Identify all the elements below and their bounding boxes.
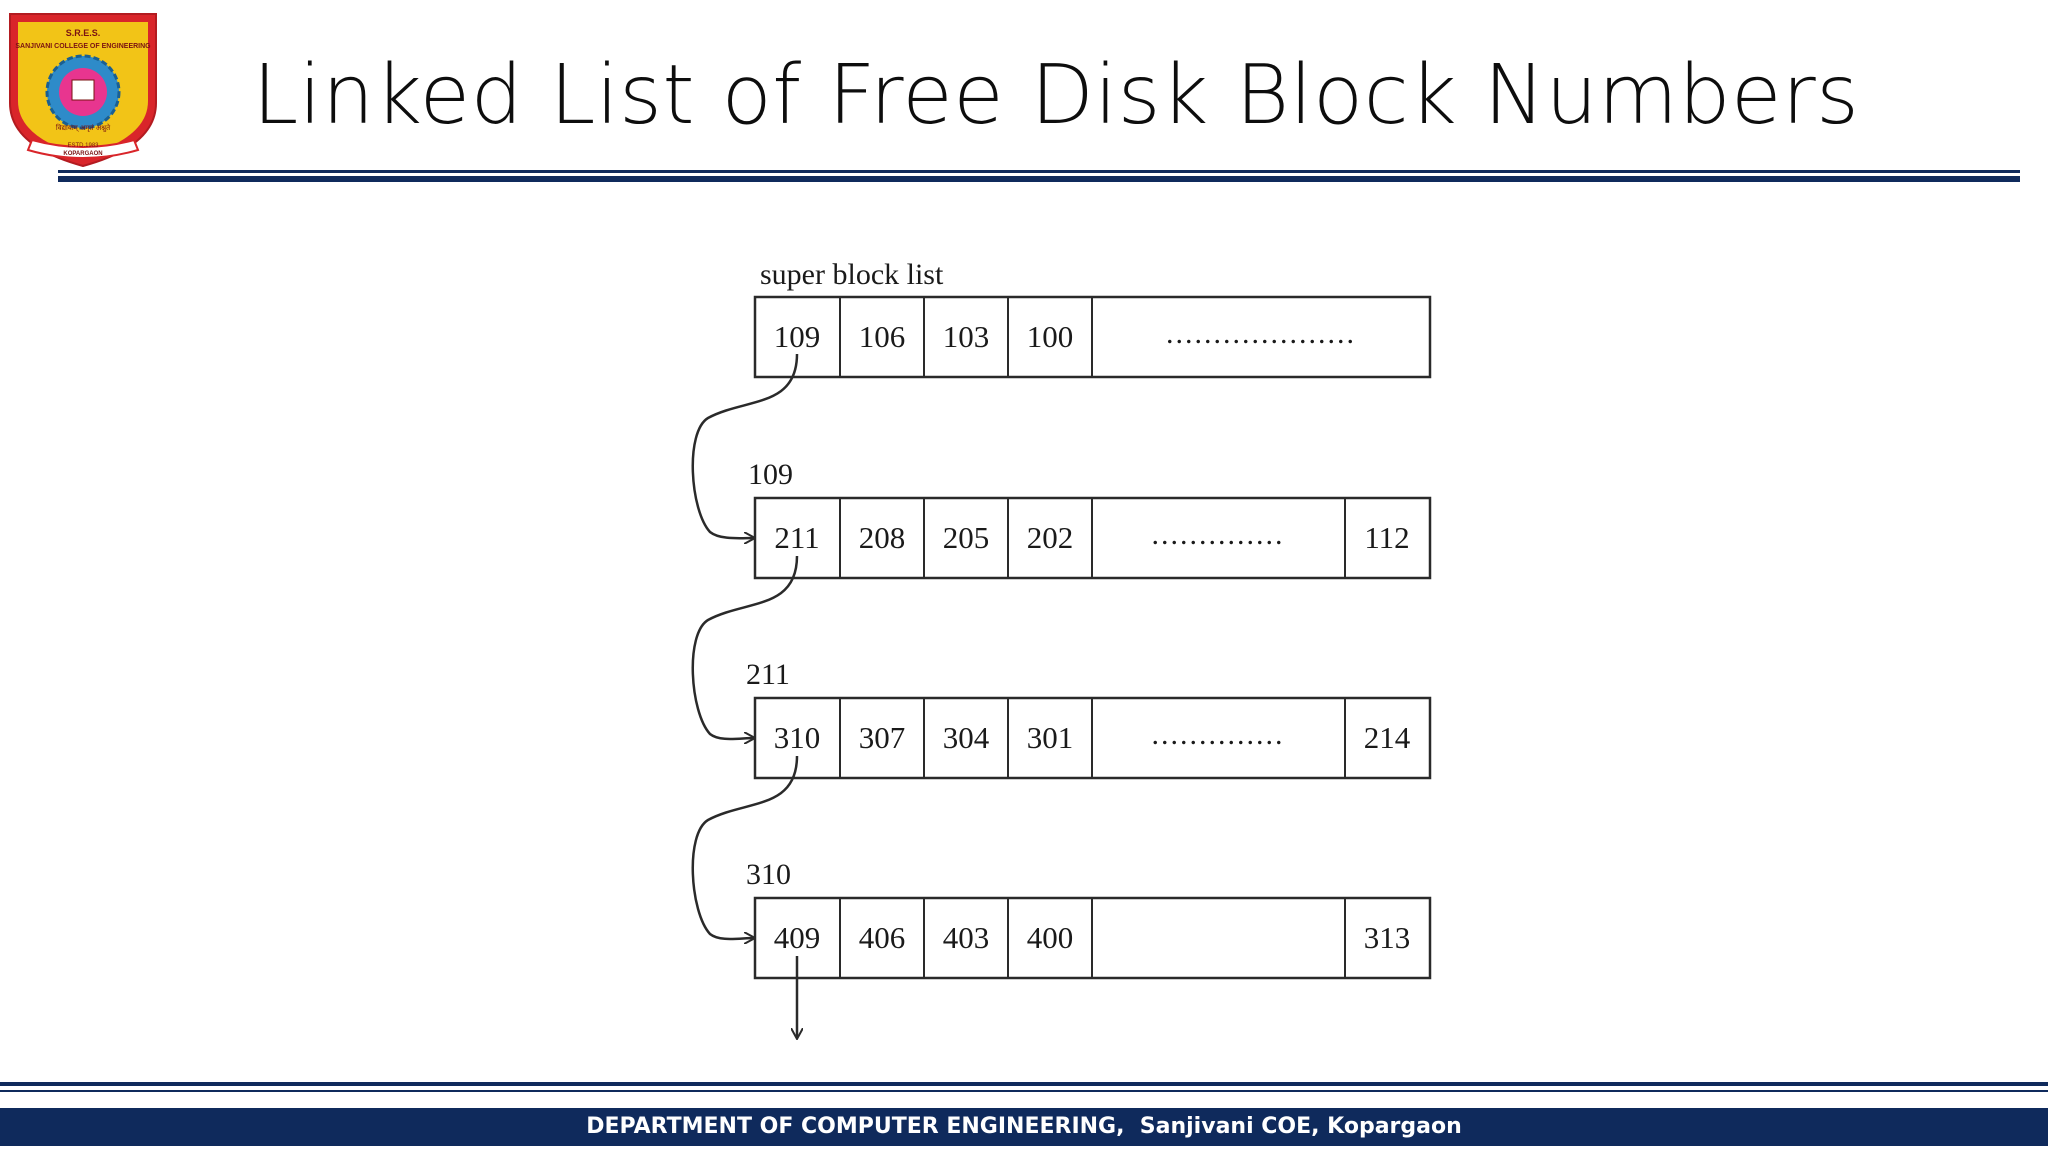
cell-value: 100 <box>1027 319 1074 354</box>
ellipsis-cell: .............. <box>1152 518 1285 551</box>
cell-value: 208 <box>859 520 906 555</box>
cell-value: 211 <box>774 520 819 555</box>
cell-value: 406 <box>859 920 906 955</box>
logo-motto: विद्यायाम् अमृतं अश्नुते <box>56 123 111 132</box>
cell-value: 307 <box>859 720 906 755</box>
slide-title: Linked List of Free Disk Block Numbers <box>252 48 1860 143</box>
cell-value: 202 <box>1027 520 1074 555</box>
cell-value: 301 <box>1027 720 1074 755</box>
cell-value: 310 <box>774 720 821 755</box>
block-label: 109 <box>748 458 793 491</box>
super-block-caption: super block list <box>760 258 944 291</box>
block-label: 211 <box>746 658 790 691</box>
title-divider-thick <box>58 176 2020 182</box>
cell-value: 106 <box>859 319 906 354</box>
cell-value: 214 <box>1364 720 1411 755</box>
free-block-linked-list-diagram: super block list 109 106 103 100 .......… <box>691 258 1432 1060</box>
cell-value: 205 <box>943 520 990 555</box>
cell-value: 109 <box>774 319 821 354</box>
title-divider-thin <box>58 170 2020 173</box>
footer-divider <box>0 1082 2048 1086</box>
block-row-109: 211 208 205 202 .............. 112 <box>753 496 1432 580</box>
logo-top-text: S.R.E.S. <box>66 28 101 38</box>
cell-value: 400 <box>1027 920 1074 955</box>
block-row-211: 310 307 304 301 .............. 214 <box>753 696 1432 780</box>
ellipsis-cell: .................... <box>1166 317 1356 350</box>
footer-banner: DEPARTMENT OF COMPUTER ENGINEERING, Sanj… <box>0 1108 2048 1146</box>
logo-college-text: SANJIVANI COLLEGE OF ENGINEERING <box>15 43 151 50</box>
college-logo: S.R.E.S. SANJIVANI COLLEGE OF ENGINEERIN… <box>9 13 157 168</box>
block-row-310: 409 406 403 400 313 <box>753 896 1432 980</box>
footer-divider-thin <box>0 1090 2048 1092</box>
logo-year: ESTD.1983 <box>67 143 99 149</box>
cell-value: 103 <box>943 319 990 354</box>
link-arrow <box>691 755 799 939</box>
link-arrow <box>691 353 799 538</box>
block-label: 310 <box>746 858 791 891</box>
cell-value: 313 <box>1364 920 1411 955</box>
link-arrow <box>691 555 799 739</box>
cell-value: 409 <box>774 920 821 955</box>
logo-city: KOPARGAON <box>63 151 102 157</box>
block-row-superblock: 109 106 103 100 .................... <box>753 295 1432 379</box>
ellipsis-cell: .............. <box>1152 718 1285 751</box>
cell-value: 112 <box>1364 520 1409 555</box>
cell-value: 304 <box>943 720 990 755</box>
cell-value: 403 <box>943 920 990 955</box>
